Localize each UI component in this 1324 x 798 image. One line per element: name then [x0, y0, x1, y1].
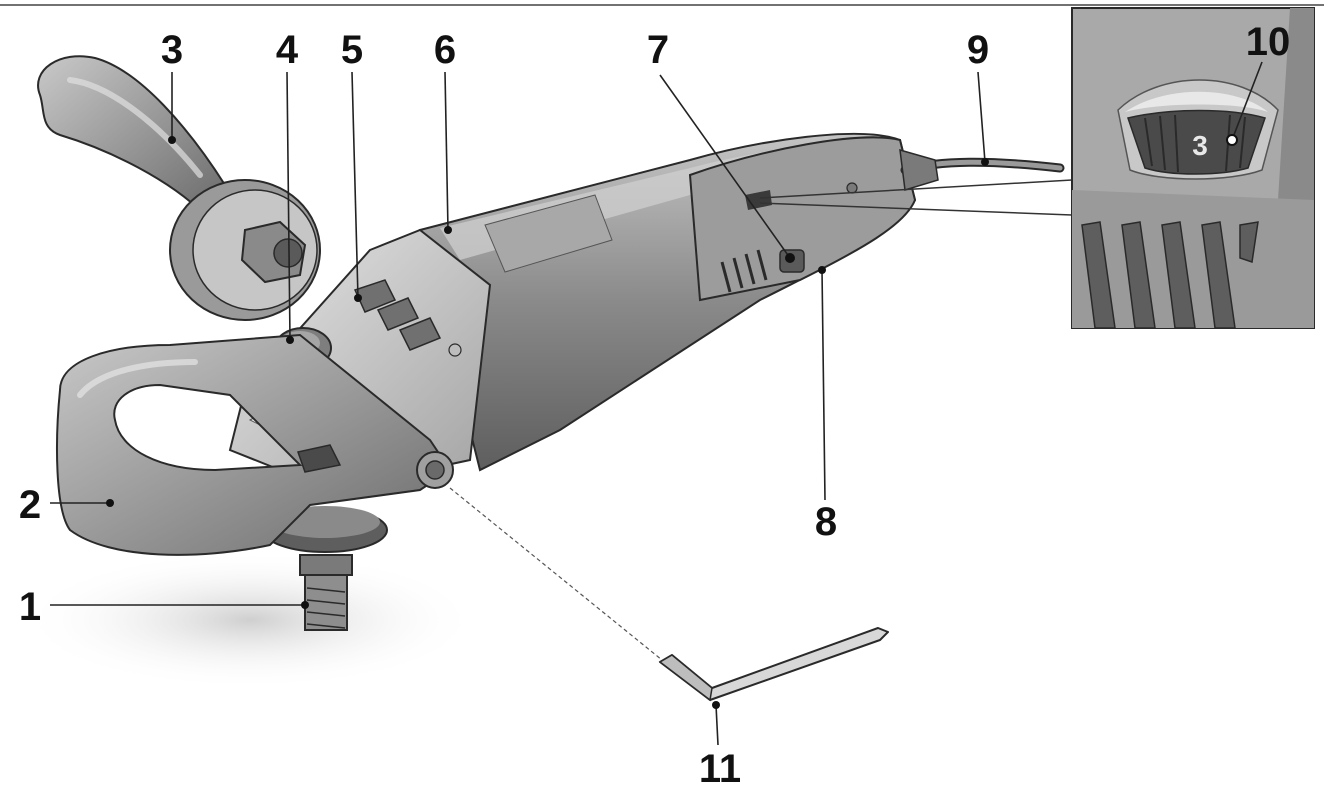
callout-11: 11 [699, 747, 741, 791]
leader-8 [821, 269, 826, 501]
callout-1: 1 [19, 585, 41, 629]
assembly-dashed-line [449, 487, 663, 661]
speed-dial-inset: 3 [1071, 7, 1315, 329]
callout-3: 3 [161, 28, 183, 72]
callout-9: 9 [967, 28, 989, 72]
leader-dots [106, 134, 1238, 709]
leader-10 [1231, 61, 1263, 141]
callout-6: 6 [434, 28, 456, 72]
callout-2: 2 [19, 483, 41, 527]
bow-handle [56, 333, 454, 556]
polisher-body [228, 132, 1065, 631]
callout-8: 8 [815, 500, 837, 544]
leader-lines [50, 61, 1263, 746]
callout-10: 10 [1246, 20, 1291, 64]
callout-7: 7 [647, 28, 669, 72]
dial-setting-digit: 3 [1192, 130, 1208, 161]
leader-5 [351, 71, 359, 299]
callout-5: 5 [341, 28, 363, 72]
leader-6 [444, 71, 449, 231]
floor-shadow [20, 550, 480, 690]
callout-4: 4 [276, 28, 299, 72]
hex-key [658, 627, 889, 702]
leader-7 [659, 74, 791, 259]
leader-11 [715, 704, 719, 746]
zoom-line-upper [759, 179, 1073, 199]
leader-4 [286, 71, 291, 341]
leader-9 [977, 71, 986, 163]
callout-labels: 1 2 3 4 5 6 7 8 9 10 11 [19, 20, 1290, 791]
auxiliary-handle [37, 55, 321, 321]
zoom-line-lower [759, 202, 1073, 216]
